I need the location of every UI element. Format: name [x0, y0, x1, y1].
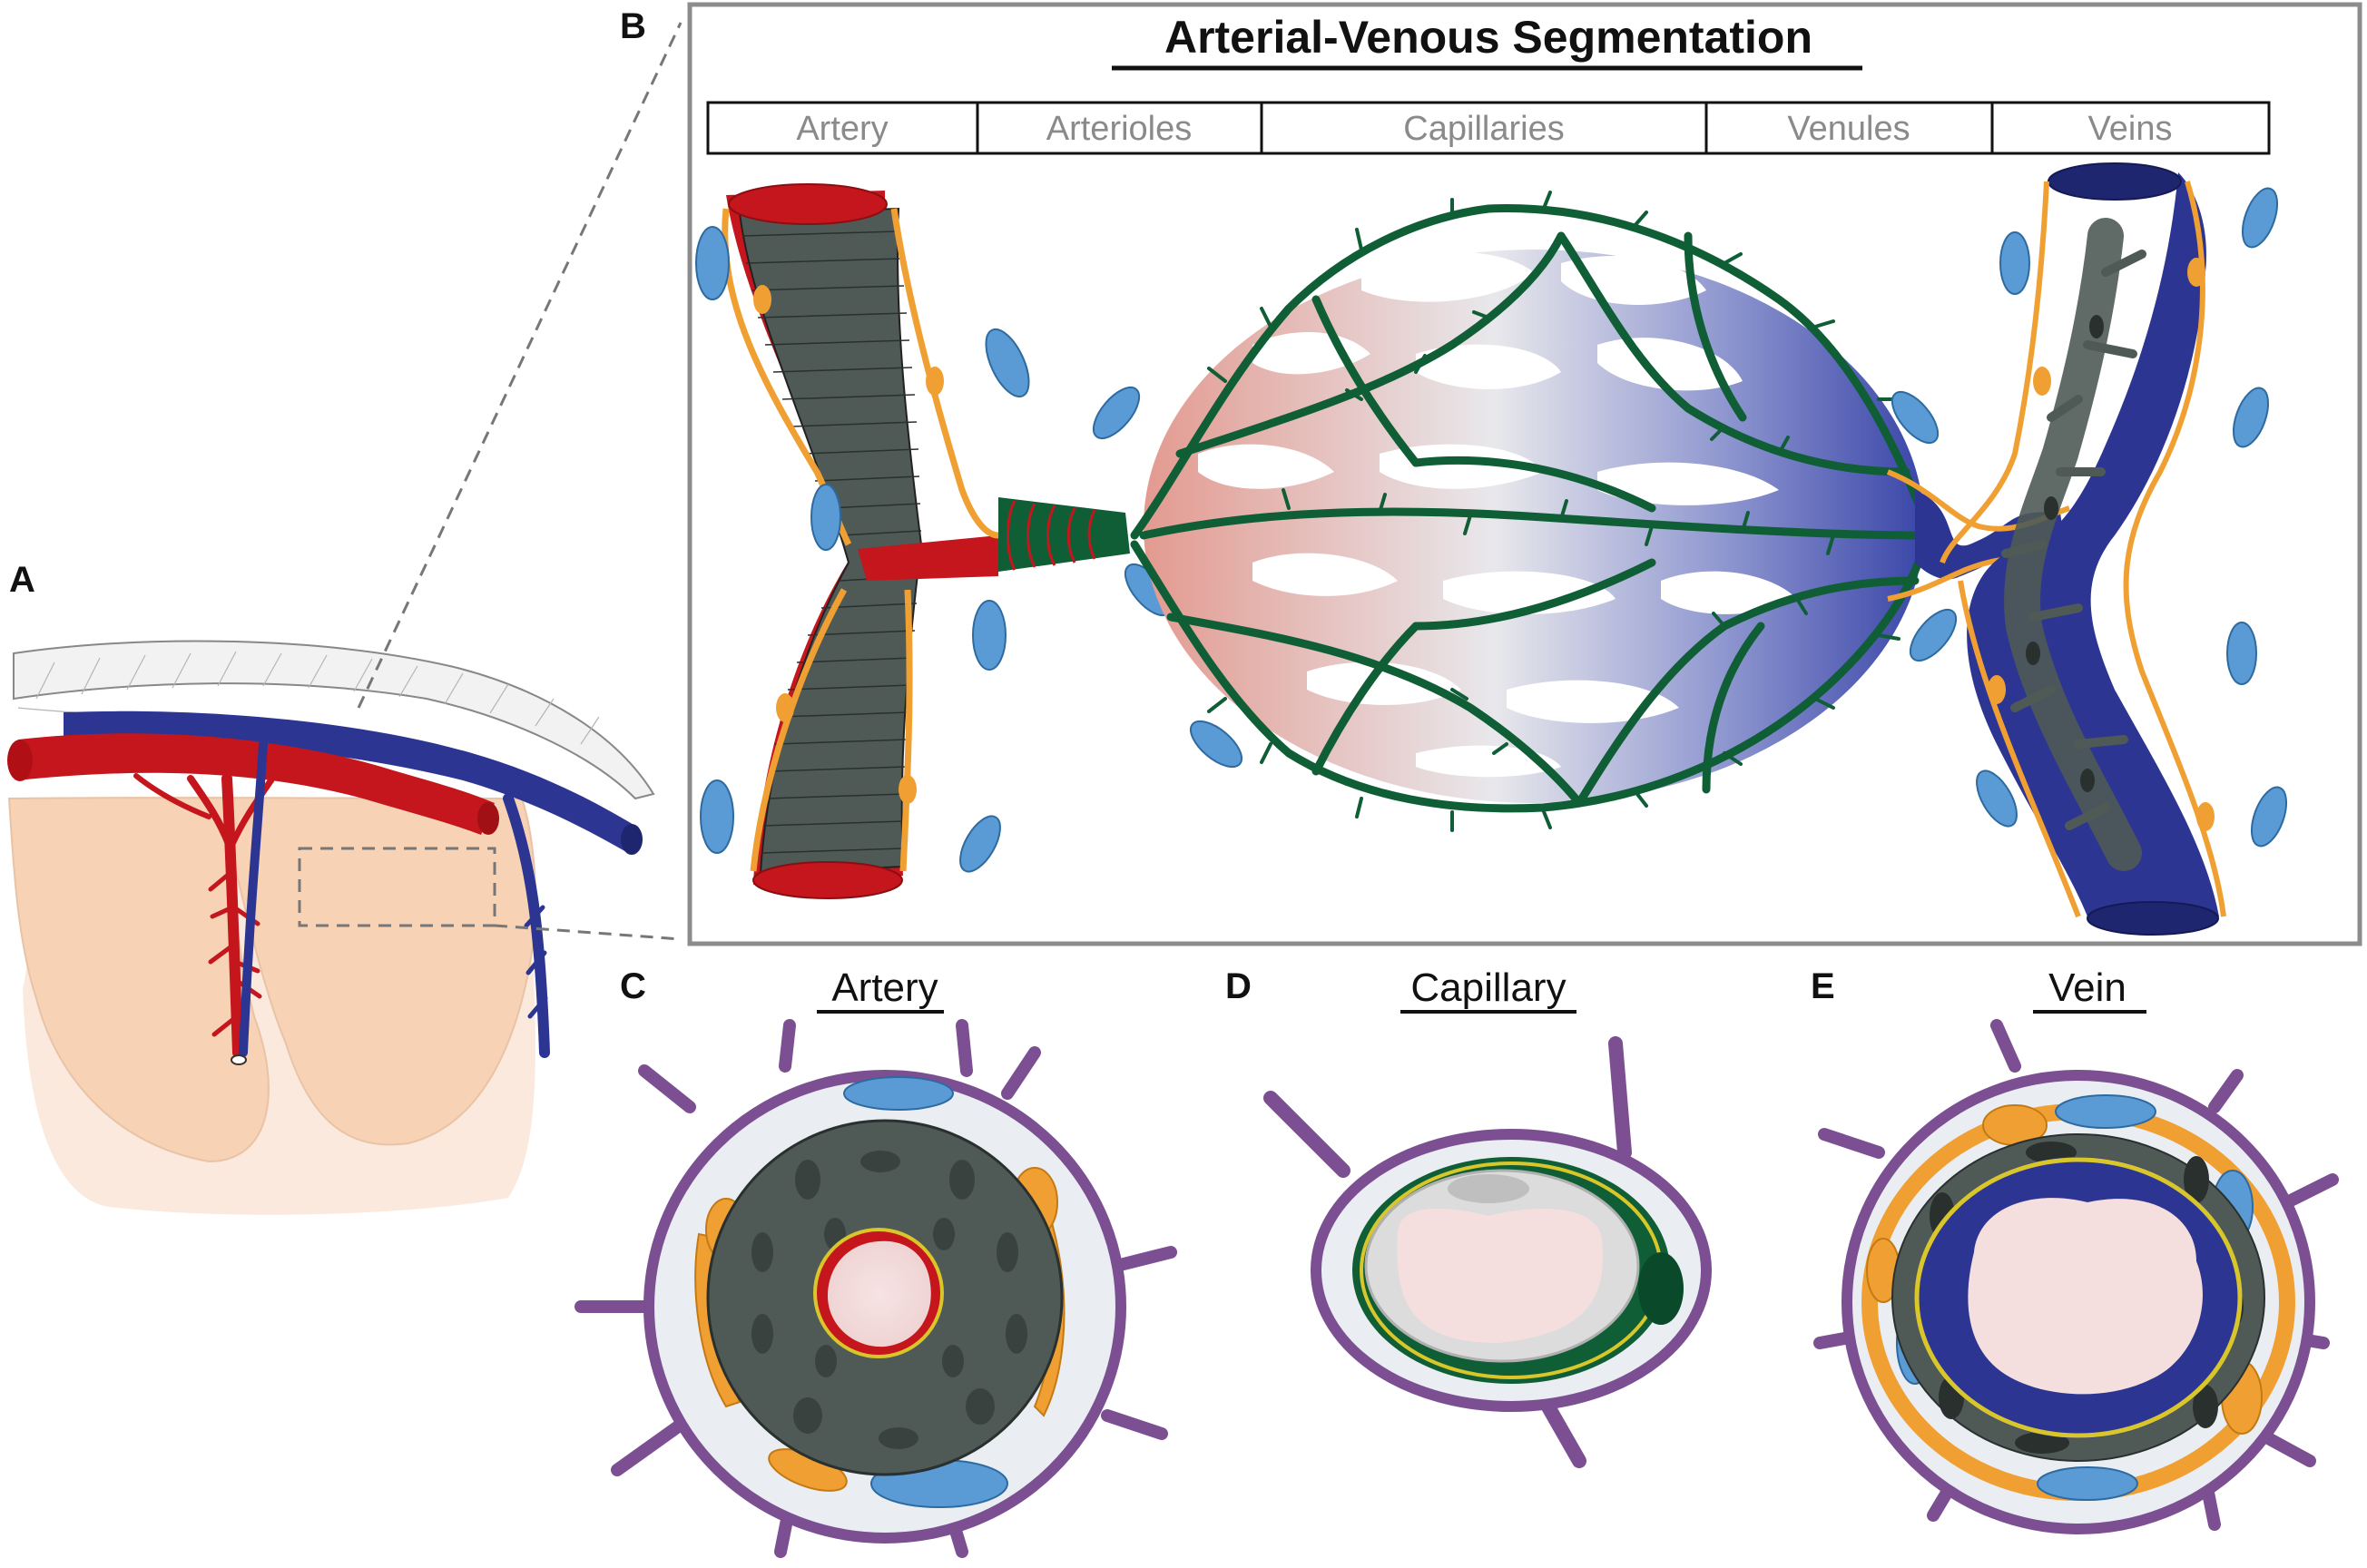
- panel-b: B Arterial-Venous Segmentation Artery Ar…: [620, 2, 2362, 946]
- meninges-layer: [13, 640, 655, 800]
- pial-vein: [64, 710, 635, 853]
- vein-end: [621, 824, 643, 855]
- artery-end: [7, 740, 33, 781]
- panel-b-letter: B: [620, 6, 646, 46]
- vessel-tip: [231, 1054, 247, 1065]
- panel-c-letter: C: [620, 966, 646, 1006]
- segment-label-veins: Veins: [2088, 110, 2173, 148]
- artery-smc-nuclei: [751, 1151, 1027, 1449]
- panel-e: E Vein: [1811, 965, 2339, 1534]
- artery-end-right: [477, 802, 499, 835]
- segment-label-arterioles: Arterioles: [1046, 110, 1193, 148]
- vein-basement-membrane: [1914, 1157, 2243, 1438]
- artery-section-title: Artery: [831, 965, 938, 1010]
- zoom-region-box: [298, 847, 496, 927]
- panel-c: C Artery: [575, 965, 1177, 1558]
- zoom-line-top: [357, 22, 683, 709]
- segment-label-capillaries: Capillaries: [1403, 110, 1564, 148]
- segment-label-artery: Artery: [796, 110, 888, 148]
- artery-vessel: [695, 183, 1243, 899]
- zoom-line-bottom: [494, 924, 682, 941]
- astrocyte-endfeet-artery: [575, 1019, 1177, 1558]
- vein-lumen: [1968, 1198, 2203, 1395]
- vein-vessel: [1940, 162, 2288, 936]
- artery-lumen: [828, 1240, 931, 1348]
- panel-a: A: [7, 22, 683, 1215]
- pericyte-nucleus: [1638, 1252, 1684, 1325]
- penetrating-vein: [239, 740, 550, 1058]
- segment-label-venules: Venules: [1787, 110, 1910, 148]
- endothelial-nucleus: [1448, 1174, 1529, 1203]
- capillary-lumen: [1397, 1208, 1604, 1343]
- panel-d-letter: D: [1225, 966, 1252, 1006]
- segmentation-title: Arterial-Venous Segmentation: [1164, 12, 1812, 63]
- vein-section-title: Vein: [2048, 965, 2126, 1010]
- panel-a-letter: A: [9, 560, 35, 600]
- panel-d: D Capillary: [1225, 965, 1712, 1468]
- panel-e-letter: E: [1811, 966, 1835, 1006]
- arteriole-segment: [998, 497, 1130, 572]
- cortex-fold: [7, 797, 537, 1163]
- capillary-section-title: Capillary: [1410, 965, 1566, 1010]
- pial-artery: [18, 733, 495, 835]
- capillary-network: [1130, 191, 1929, 832]
- segment-header-box: [706, 101, 2271, 155]
